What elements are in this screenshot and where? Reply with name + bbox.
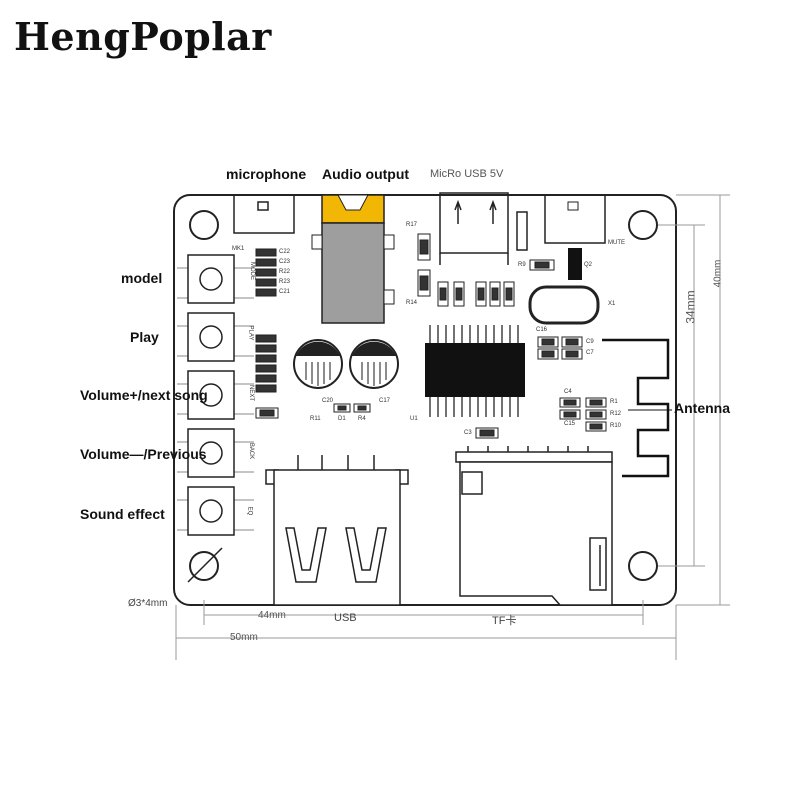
silk-c16: C16	[536, 327, 548, 333]
silk-r14: R14	[406, 300, 418, 306]
push-button-3	[177, 370, 254, 420]
button-label-previous: Volume—/Previous	[80, 446, 207, 462]
inner-width-label: 44mm	[258, 610, 286, 621]
push-button-4	[177, 428, 254, 478]
antenna-trace	[602, 338, 670, 478]
audio-output-label: Audio output	[322, 166, 410, 182]
silk-next: NEXT	[248, 384, 255, 402]
silk-r10: R10	[610, 423, 622, 429]
silk-c17: C17	[379, 398, 391, 404]
silk-c21: C21	[279, 289, 291, 295]
chip-u1	[425, 325, 525, 417]
silk-eq: EQ	[246, 506, 253, 516]
silk-c9: C9	[586, 339, 594, 345]
silk-c7: C7	[586, 350, 594, 356]
silk-c3: C3	[464, 430, 472, 436]
inner-height-label: 34mm	[683, 290, 698, 324]
usb-port	[265, 455, 409, 606]
silk-mute: MUTE	[608, 240, 625, 246]
push-button-1	[177, 254, 254, 304]
button-label-model: model	[121, 270, 163, 286]
dimension-lines	[175, 194, 730, 660]
silk-x1: X1	[608, 301, 616, 307]
silk-q2: Q2	[584, 262, 593, 268]
button-label-sound-effect: Sound effect	[80, 506, 165, 522]
passive-components	[255, 233, 607, 439]
hole-leader	[187, 547, 223, 583]
mounting-holes	[189, 210, 658, 581]
silk-d1: D1	[338, 416, 346, 422]
micro-usb-port	[439, 192, 528, 265]
push-button-5	[177, 486, 254, 536]
silk-c4: C4	[564, 389, 572, 395]
capacitor-c20	[293, 339, 343, 389]
silk-r4: R4	[358, 416, 366, 422]
silk-play: PLAY	[247, 325, 254, 341]
microphone-label: microphone	[226, 166, 307, 182]
silk-mk1: MK1	[232, 246, 245, 252]
hole-size-label: Ø3*4mm	[128, 598, 168, 609]
silk-r9: R9	[518, 262, 526, 268]
silk-c15: C15	[564, 421, 576, 427]
usb-label: USB	[334, 612, 357, 624]
silk-r1: R1	[610, 399, 618, 405]
crystal-x1	[528, 285, 600, 325]
silk-r23: R23	[279, 279, 291, 285]
silk-c22: C22	[279, 249, 291, 255]
outer-height-label: 40mm	[712, 259, 724, 288]
silk-c23: C23	[279, 259, 291, 265]
brand-title: HengPoplar	[14, 14, 272, 59]
micro-usb-label: MicRo USB 5V	[430, 168, 504, 180]
tf-card-slot	[455, 446, 613, 606]
silk-back: BACK	[248, 442, 255, 460]
silk-u1: U1	[410, 416, 418, 422]
silk-c20: C20	[322, 398, 334, 404]
audio-jack	[311, 194, 395, 324]
push-button-2	[177, 312, 254, 362]
tf-card-label: TF卡	[492, 615, 517, 627]
silk-mode: MODE	[249, 262, 255, 280]
mute-connector	[544, 194, 606, 280]
silk-r12: R12	[610, 411, 622, 417]
button-label-next: Volume+/next song	[80, 387, 208, 403]
button-label-play: Play	[130, 329, 159, 345]
antenna-label: Antenna	[674, 400, 730, 416]
silk-r17: R17	[406, 222, 418, 228]
silk-r22: R22	[279, 269, 291, 275]
silk-r11: R11	[310, 416, 321, 422]
outer-width-label: 50mm	[230, 632, 258, 643]
resistor-array-mid	[255, 334, 277, 393]
microphone-connector	[233, 194, 295, 234]
resistor-array-top	[255, 248, 277, 297]
capacitor-c17	[349, 339, 399, 389]
